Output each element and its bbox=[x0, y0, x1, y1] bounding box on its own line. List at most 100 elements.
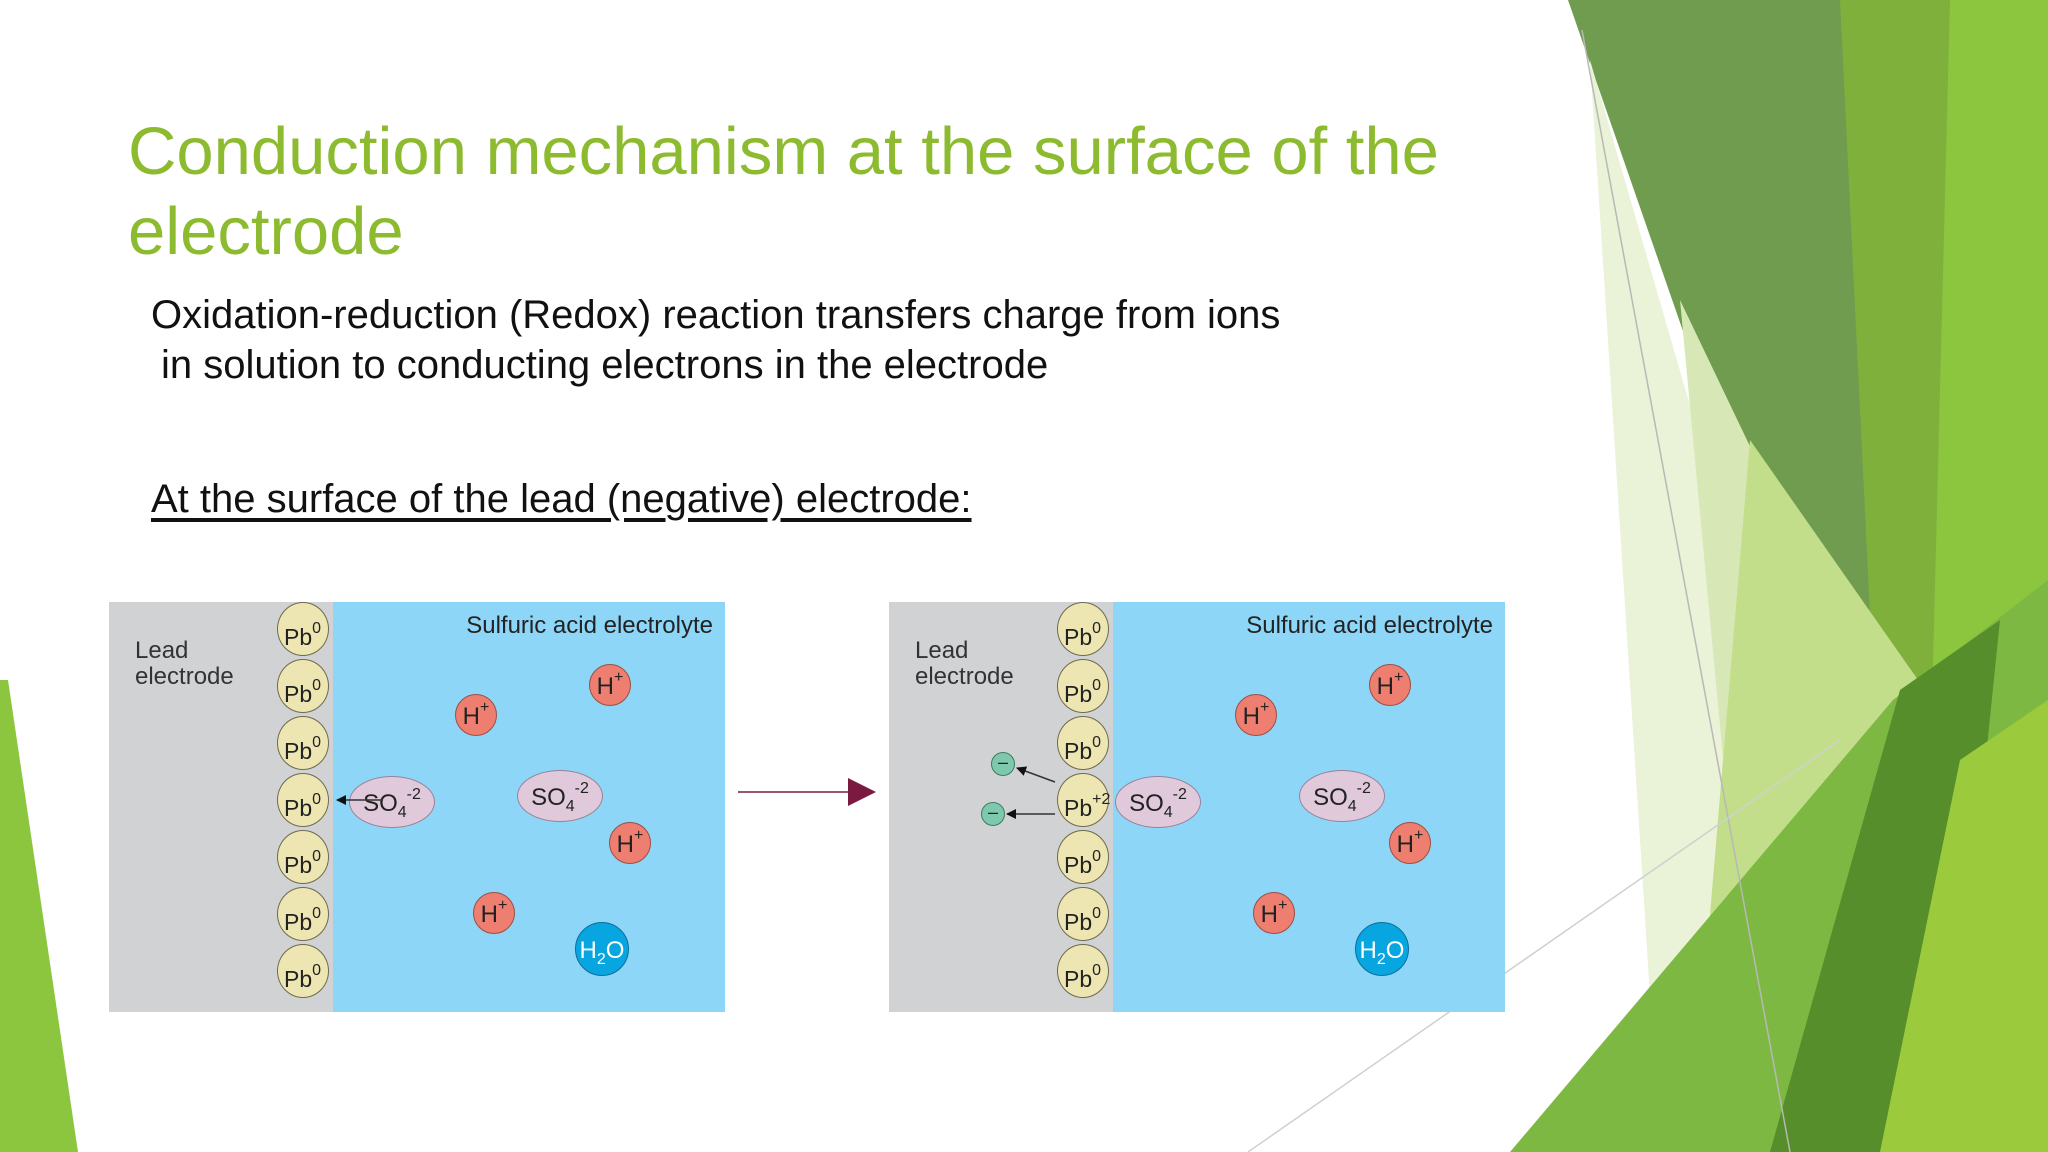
hydrogen-charge: + bbox=[498, 897, 508, 915]
oxidized-lead-ion: Pb+2 bbox=[1057, 773, 1111, 827]
sulfate-base: SO bbox=[1313, 784, 1348, 812]
sulfate-charge: -2 bbox=[406, 786, 421, 804]
decor-shape-lime bbox=[1930, 0, 2048, 780]
sulfate-base: SO bbox=[1129, 790, 1164, 818]
sulfate-ion: SO4-2 bbox=[517, 770, 603, 822]
hydrogen-symbol: H bbox=[1376, 673, 1394, 701]
water-molecule: H2O bbox=[575, 922, 629, 976]
water-subscript: 2 bbox=[596, 951, 606, 969]
hydrogen-charge: + bbox=[634, 827, 644, 845]
electrolyte-label: Sulfuric acid electrolyte bbox=[466, 612, 713, 639]
water-base: H bbox=[579, 937, 597, 965]
lead-charge: 0 bbox=[1092, 620, 1102, 638]
hydrogen-charge: + bbox=[1414, 827, 1424, 845]
hydrogen-symbol: H bbox=[1260, 901, 1278, 929]
diagram-after: Lead electrode Sulfuric acid electrolyte… bbox=[889, 602, 1505, 1012]
lead-symbol: Pb bbox=[284, 681, 313, 707]
electron: – bbox=[991, 752, 1015, 776]
sulfate-ion: SO4-2 bbox=[1299, 770, 1385, 822]
decor-line-a bbox=[1581, 29, 1791, 1152]
body-line-2: in solution to conducting electrons in t… bbox=[161, 343, 1049, 387]
lead-charge: 0 bbox=[1092, 962, 1102, 980]
sulfate-charge: -2 bbox=[574, 780, 589, 798]
hydrogen-ion: H+ bbox=[1389, 822, 1431, 864]
hydrogen-ion: H+ bbox=[473, 892, 515, 934]
lead-charge: 0 bbox=[312, 848, 322, 866]
lead-charge: +2 bbox=[1092, 791, 1111, 809]
slide-title: Conduction mechanism at the surface of t… bbox=[128, 112, 1528, 272]
hydrogen-charge: + bbox=[1278, 897, 1288, 915]
electrode-label-line-2: electrode bbox=[135, 663, 234, 690]
lead-atom: Pb0 bbox=[1057, 887, 1109, 941]
subheading: At the surface of the lead (negative) el… bbox=[151, 477, 972, 521]
sulfate-base: SO bbox=[363, 790, 398, 818]
lead-charge: 0 bbox=[312, 677, 322, 695]
hydrogen-symbol: H bbox=[1396, 831, 1414, 859]
hydrogen-symbol: H bbox=[462, 703, 480, 731]
water-base: H bbox=[1359, 937, 1377, 965]
electrolyte-label: Sulfuric acid electrolyte bbox=[1246, 612, 1493, 639]
hydrogen-ion: H+ bbox=[1235, 694, 1277, 736]
decor-shape-yellow-green bbox=[1880, 700, 2048, 1152]
lead-symbol: Pb bbox=[284, 738, 313, 764]
hydrogen-symbol: H bbox=[616, 831, 634, 859]
lead-symbol: Pb bbox=[1064, 738, 1093, 764]
electrode-label-line-1: Lead bbox=[135, 637, 189, 664]
hydrogen-symbol: H bbox=[1242, 703, 1260, 731]
water-subscript: 2 bbox=[1376, 951, 1386, 969]
water-tail: O bbox=[1385, 937, 1405, 965]
hydrogen-ion: H+ bbox=[609, 822, 651, 864]
hydrogen-ion: H+ bbox=[1253, 892, 1295, 934]
hydrogen-charge: + bbox=[1260, 699, 1270, 717]
hydrogen-symbol: H bbox=[596, 673, 614, 701]
body-text: Oxidation-reduction (Redox) reaction tra… bbox=[151, 290, 1451, 390]
hydrogen-symbol: H bbox=[480, 901, 498, 929]
electrode-label-line-2: electrode bbox=[915, 663, 1014, 690]
lead-symbol: Pb bbox=[284, 795, 313, 821]
hydrogen-ion: H+ bbox=[455, 694, 497, 736]
lead-atom: Pb0 bbox=[277, 887, 329, 941]
electrode-label: Lead electrode bbox=[135, 638, 234, 690]
lead-charge: 0 bbox=[1092, 905, 1102, 923]
sulfate-ion: SO4-2 bbox=[1115, 776, 1201, 828]
lead-atom: Pb0 bbox=[1057, 602, 1109, 656]
lead-atom: Pb0 bbox=[1057, 944, 1109, 998]
sulfate-charge: -2 bbox=[1172, 786, 1187, 804]
title-line-1: Conduction mechanism at the surface of t… bbox=[128, 114, 1439, 189]
electrode-label: Lead electrode bbox=[915, 638, 1014, 690]
lead-charge: 0 bbox=[1092, 677, 1102, 695]
lead-charge: 0 bbox=[1092, 848, 1102, 866]
sulfate-ion: SO4-2 bbox=[349, 776, 435, 828]
lead-charge: 0 bbox=[312, 905, 322, 923]
decor-line-b bbox=[1247, 739, 1841, 1152]
transition-arrow-head bbox=[848, 778, 876, 806]
diagram-before: Lead electrode Sulfuric acid electrolyte… bbox=[109, 602, 725, 1012]
lead-symbol: Pb bbox=[284, 966, 313, 992]
sulfate-subscript: 4 bbox=[1347, 798, 1357, 816]
lead-atom: Pb0 bbox=[277, 602, 329, 656]
water-tail: O bbox=[605, 937, 625, 965]
lead-symbol: Pb bbox=[1064, 909, 1093, 935]
sulfate-subscript: 4 bbox=[397, 804, 407, 822]
lead-charge: 0 bbox=[312, 791, 322, 809]
lead-charge: 0 bbox=[1092, 734, 1102, 752]
electrode-label-line-1: Lead bbox=[915, 637, 969, 664]
sulfate-charge: -2 bbox=[1356, 780, 1371, 798]
lead-atom: Pb0 bbox=[277, 944, 329, 998]
sulfate-base: SO bbox=[531, 784, 566, 812]
lead-symbol: Pb bbox=[1064, 681, 1093, 707]
water-molecule: H2O bbox=[1355, 922, 1409, 976]
lead-atom: Pb0 bbox=[1057, 830, 1109, 884]
lead-atom: Pb0 bbox=[1057, 716, 1109, 770]
lead-symbol: Pb bbox=[284, 852, 313, 878]
lead-atom: Pb0 bbox=[1057, 659, 1109, 713]
hydrogen-charge: + bbox=[480, 699, 490, 717]
hydrogen-charge: + bbox=[1394, 669, 1404, 687]
title-line-2: electrode bbox=[128, 194, 404, 269]
electron: – bbox=[981, 802, 1005, 826]
decor-shape-left-green bbox=[0, 680, 78, 1152]
lead-symbol: Pb bbox=[1064, 795, 1093, 821]
lead-atom: Pb0 bbox=[277, 830, 329, 884]
transition-arrow bbox=[738, 778, 876, 806]
